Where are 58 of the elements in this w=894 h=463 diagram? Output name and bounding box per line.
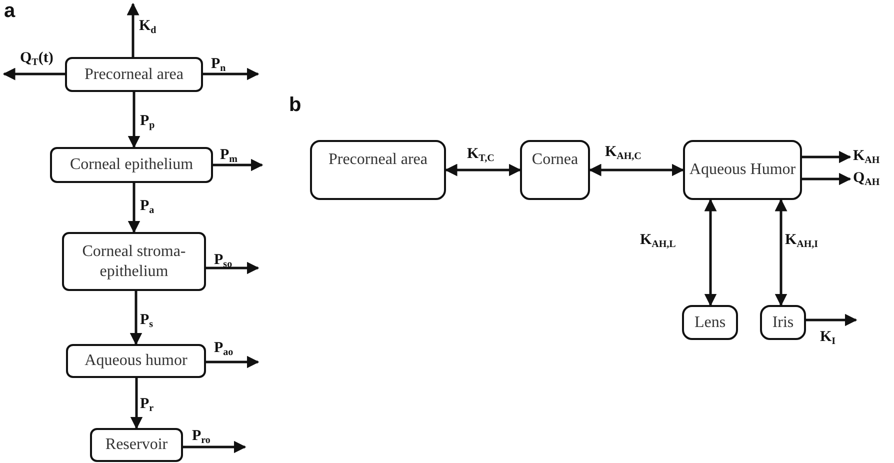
compartment-label: Corneal epithelium [70,155,194,175]
compartment-box [50,147,213,183]
panel-letter: a [4,0,16,23]
rate-label: K$_{AH,C}$ [605,144,642,162]
arrow [213,158,264,172]
arrow [203,68,260,80]
rate-label: K$_{I}$ [820,329,836,347]
compartment-label: Precorneal area [328,150,428,170]
compartment-box [682,305,738,340]
arrow [802,150,852,164]
arrow [444,164,522,176]
rate-label: K$_{d}$ [139,18,156,36]
arrow [774,198,788,306]
compartment-box [310,140,446,200]
compartment-label: Iris [772,312,794,332]
compartment-box [65,57,203,92]
compartment-box [90,428,183,462]
arrow [802,172,852,186]
rate-label: P$_{s}$ [140,312,154,330]
rate-label: Q$_{AH}$ [853,170,880,188]
compartment-label: Precorneal area [84,64,184,84]
compartment-label: Aqueous humor [84,351,188,371]
rate-label: P$_{n}$ [211,56,226,74]
rate-label: P$_{r}$ [140,396,154,414]
compartment-label: Cornea [532,150,578,170]
compartment-box [62,232,206,291]
rate-label: Q$_{T}$(t) [20,50,54,68]
arrow [183,440,246,454]
rate-label: P$_{ro}$ [192,428,210,446]
rate-label: P$_{p}$ [140,113,155,131]
compartment-box [683,140,802,200]
rate-label: P$_{m}$ [220,147,238,165]
panel-letter: b [289,94,302,117]
compartment-label: Aqueous Humor [689,160,796,180]
compartment-box [760,305,806,340]
rate-label: K$_{T,C}$ [467,146,494,164]
arrow [206,356,260,368]
rate-label: P$_{ao}$ [214,340,234,358]
arrow [128,183,140,234]
arrow [130,378,143,430]
arrow [126,2,140,57]
rate-label: K$_{AH,I}$ [785,232,818,250]
arrow [206,262,260,274]
rate-label: P$_{a}$ [140,198,154,216]
compartment-box [66,344,206,378]
arrow [2,68,65,80]
rate-label: P$_{so}$ [214,252,232,270]
arrow [806,314,858,326]
arrow [130,291,142,346]
arrow [704,198,717,306]
compartment-label: Reservoir [105,435,168,455]
arrow [128,92,140,148]
rate-label: K$_{AH}$ [853,148,880,166]
compartment-box [520,140,590,200]
compartment-label: Lens [694,312,726,332]
compartment-label: Corneal stroma-epithelium [81,242,187,282]
rate-label: K$_{AH,L}$ [640,232,676,250]
arrow [588,164,684,176]
